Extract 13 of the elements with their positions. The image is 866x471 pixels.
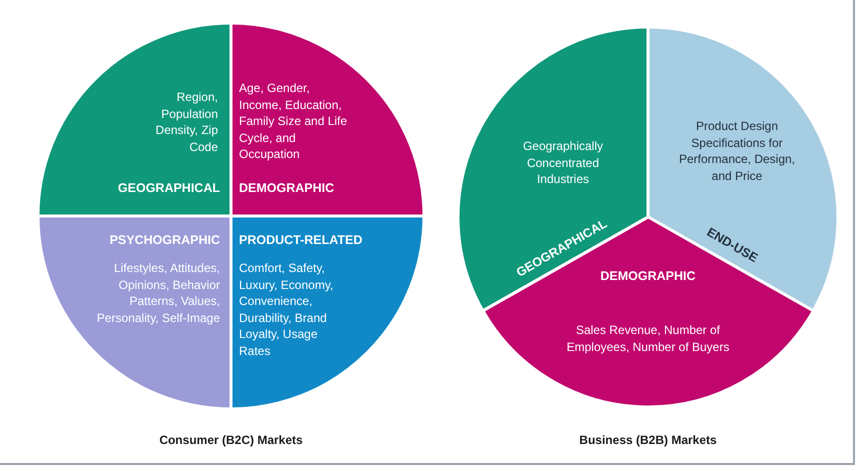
segment-description: Geographically Concentrated Industries — [522, 138, 604, 188]
segment-description: Sales Revenue, Number of Employees, Number of Buyers — [566, 322, 730, 356]
segment-heading: PRODUCT-RELATED — [239, 232, 364, 249]
segment-description: Product Design Specifications for Performance, Design, and Price — [678, 118, 796, 184]
segment-heading: GEOGRAPHICAL — [116, 180, 220, 197]
segment-description: Age, Gender, Income, Education, Family Size and Life Cycle, and Occupation — [239, 80, 348, 163]
chart-caption: Consumer (B2C) Markets — [159, 433, 303, 447]
segment-heading: PSYCHOGRAPHIC — [108, 232, 220, 249]
segment-description: Region, Population Density, Zip Code — [154, 89, 218, 156]
chart-caption: Business (B2B) Markets — [579, 433, 717, 447]
segment-description: Comfort, Safety, Luxury, Economy, Convenience, Durability, Brand Loyalty, Usage Rates — [239, 260, 334, 360]
segment-heading: DEMOGRAPHIC — [239, 180, 336, 197]
segment-description: Lifestyles, Attitudes, Opinions, Behavior Patterns, Values, Personality, Self-Image — [96, 260, 220, 326]
